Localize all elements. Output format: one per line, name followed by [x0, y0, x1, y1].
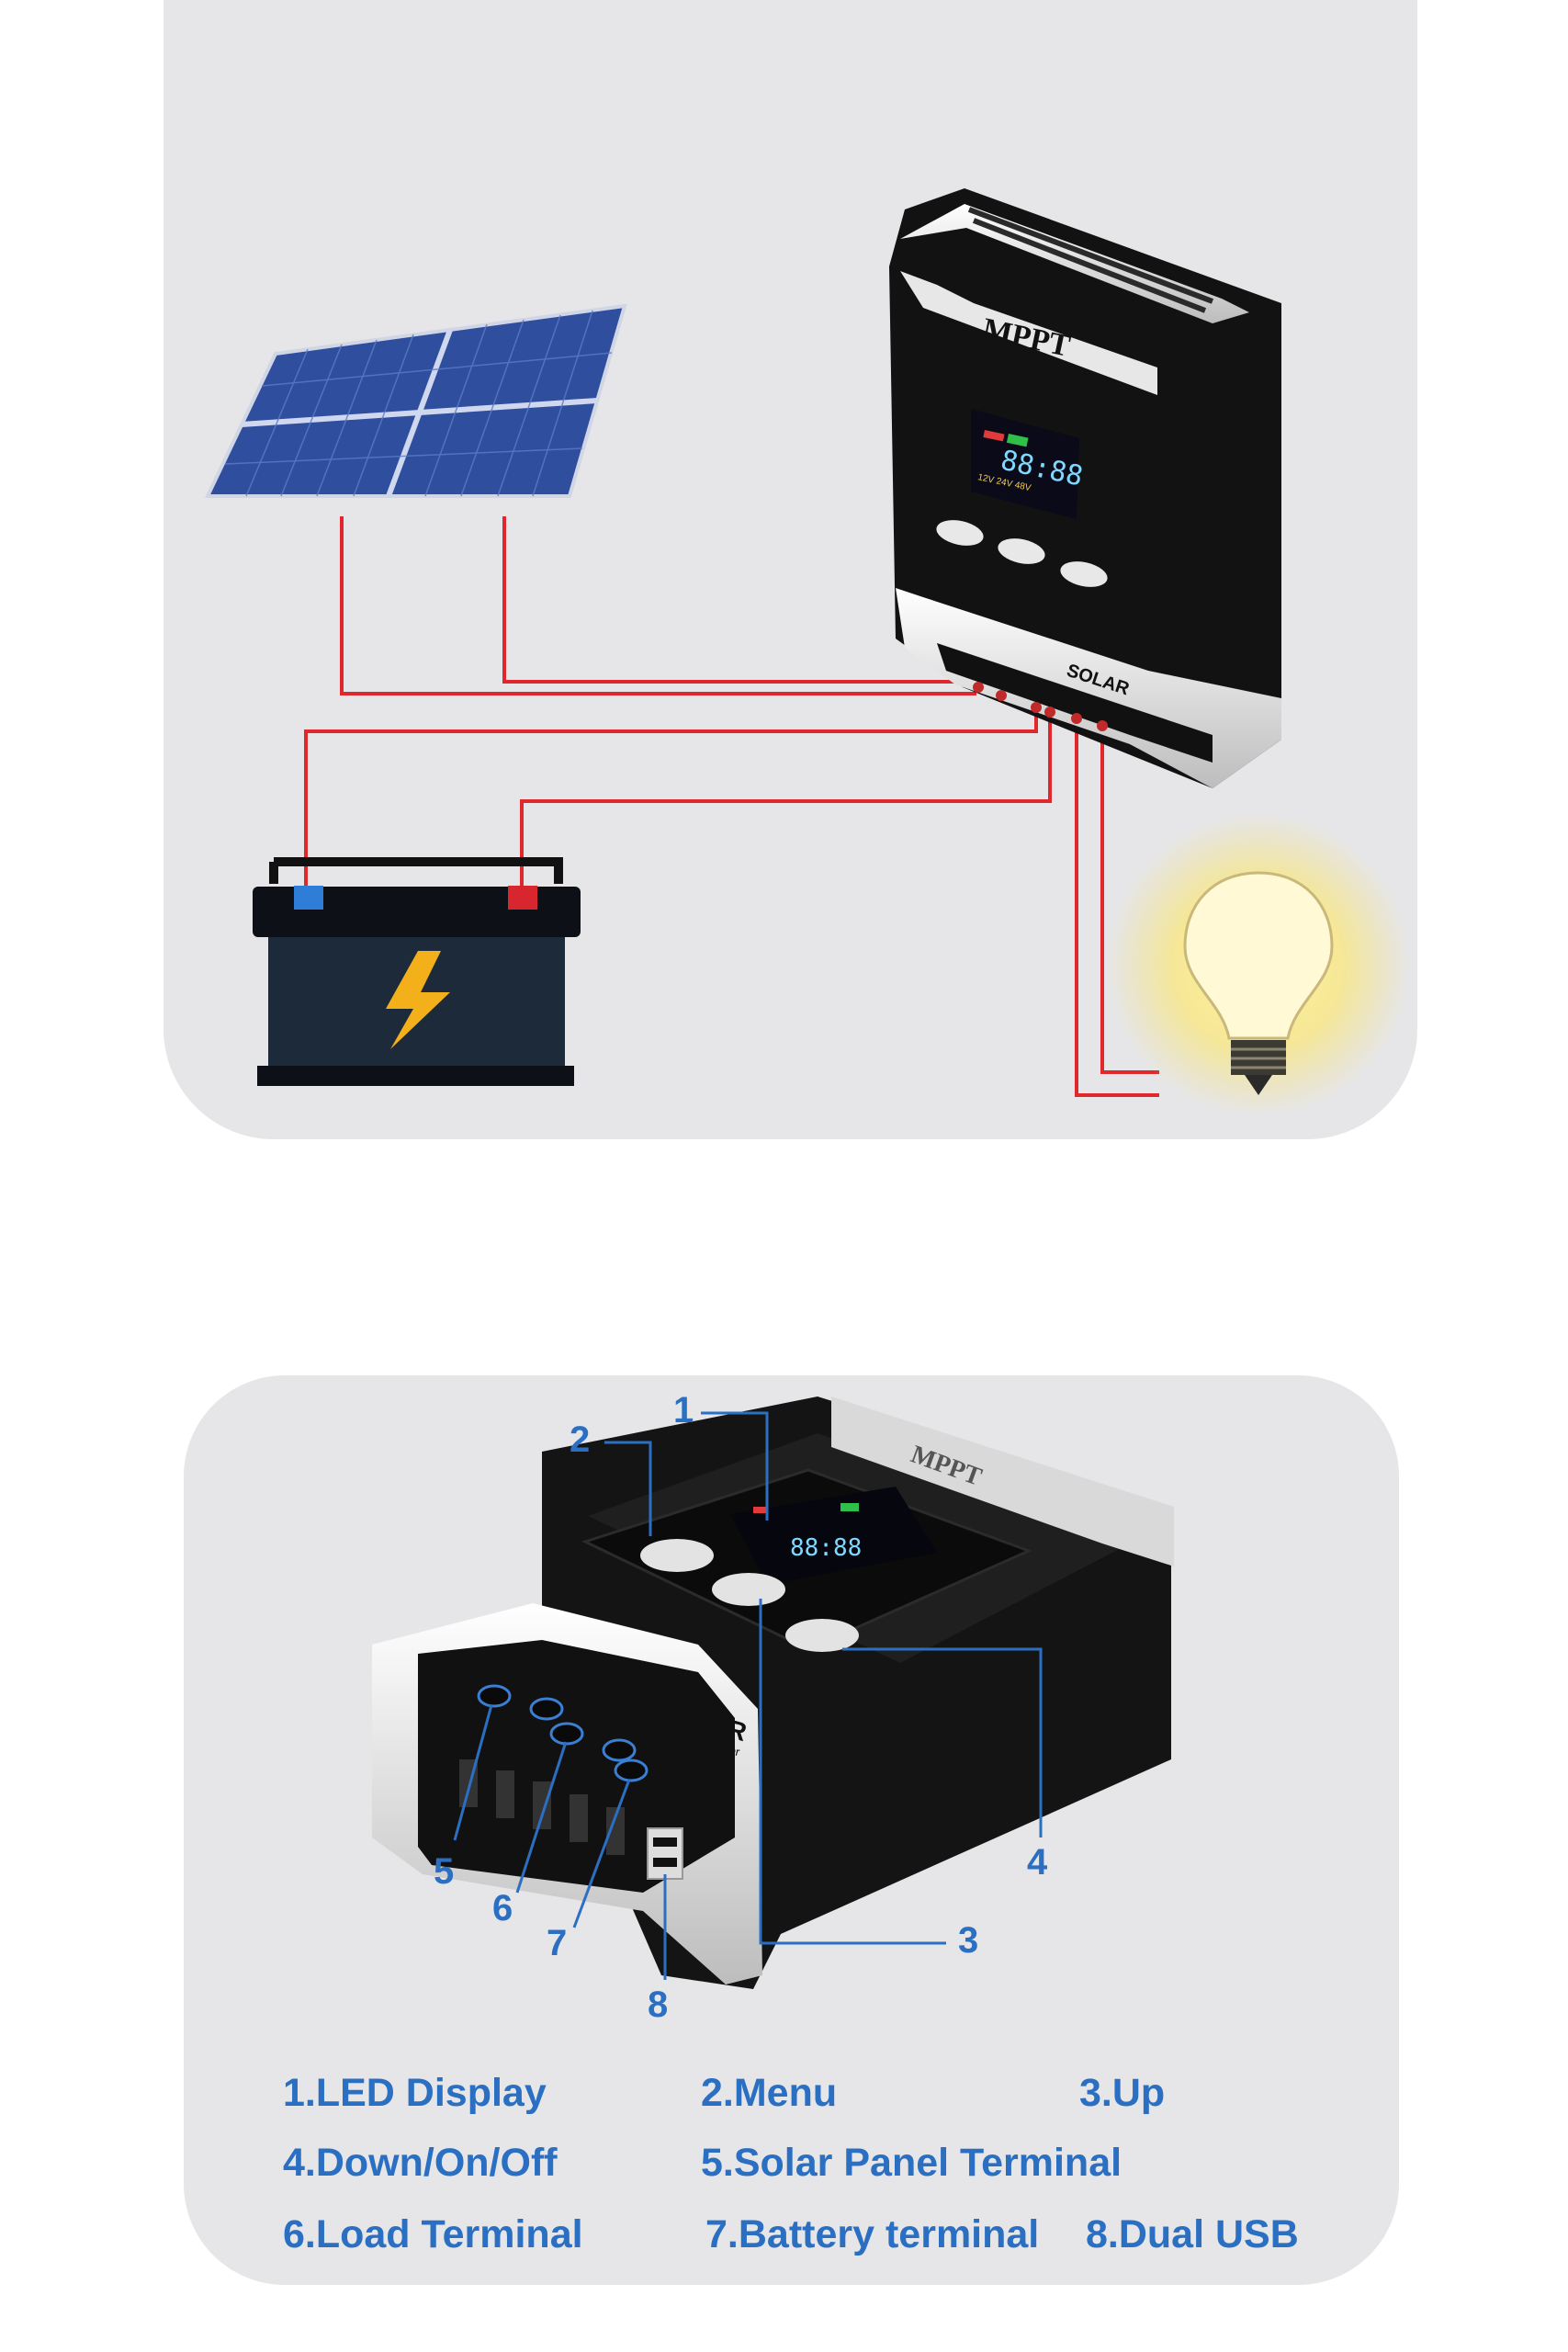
callout-3: 3	[958, 1920, 979, 1961]
callout-1: 1	[673, 1390, 694, 1430]
menu-button	[640, 1539, 714, 1572]
callout-lines	[453, 1411, 1043, 1980]
down-button	[1060, 561, 1108, 587]
led-display-screen	[730, 1487, 937, 1585]
legend-solar-panel-terminal: 5.Solar Panel Terminal	[701, 2141, 1122, 2185]
callout-7: 7	[547, 1923, 568, 1963]
callout-2: 2	[570, 1419, 591, 1460]
callout-6: 6	[492, 1888, 513, 1928]
legend-load-terminal: 6.Load Terminal	[283, 2212, 583, 2256]
menu-button	[936, 520, 984, 546]
legend-battery-terminal: 7.Battery terminal	[705, 2212, 1040, 2256]
charge-controller-icon: MPPT 88:88 12V 24V 48V SOLAR Charge Cont…	[889, 188, 1281, 788]
legend-led-display: 1.LED Display	[283, 2071, 547, 2115]
down-button	[785, 1619, 859, 1652]
usb-ports	[647, 1827, 683, 1880]
legend-dual-usb: 8.Dual USB	[1086, 2212, 1299, 2256]
wiring-lines	[304, 516, 1159, 1097]
charge-controller-3d: MPPT 88:88 SOLAR Charge Controller	[372, 1396, 1174, 1989]
up-button	[998, 538, 1045, 564]
callout-8: 8	[648, 1984, 669, 2025]
battery-icon	[253, 857, 581, 1086]
wiring-diagram: MPPT 88:88 12V 24V 48V SOLAR Charge Cont…	[204, 188, 1410, 1116]
callout-4: 4	[1027, 1842, 1048, 1883]
callout-5: 5	[434, 1851, 455, 1892]
legend-up: 3.Up	[1079, 2071, 1166, 2115]
legend-menu: 2.Menu	[701, 2071, 838, 2115]
display-digits: 88:88	[790, 1534, 862, 1562]
light-bulb-icon	[1107, 813, 1410, 1116]
up-button	[712, 1573, 785, 1606]
legend-down-on-off: 4.Down/On/Off	[283, 2141, 558, 2185]
solar-panel-icon	[204, 303, 627, 498]
